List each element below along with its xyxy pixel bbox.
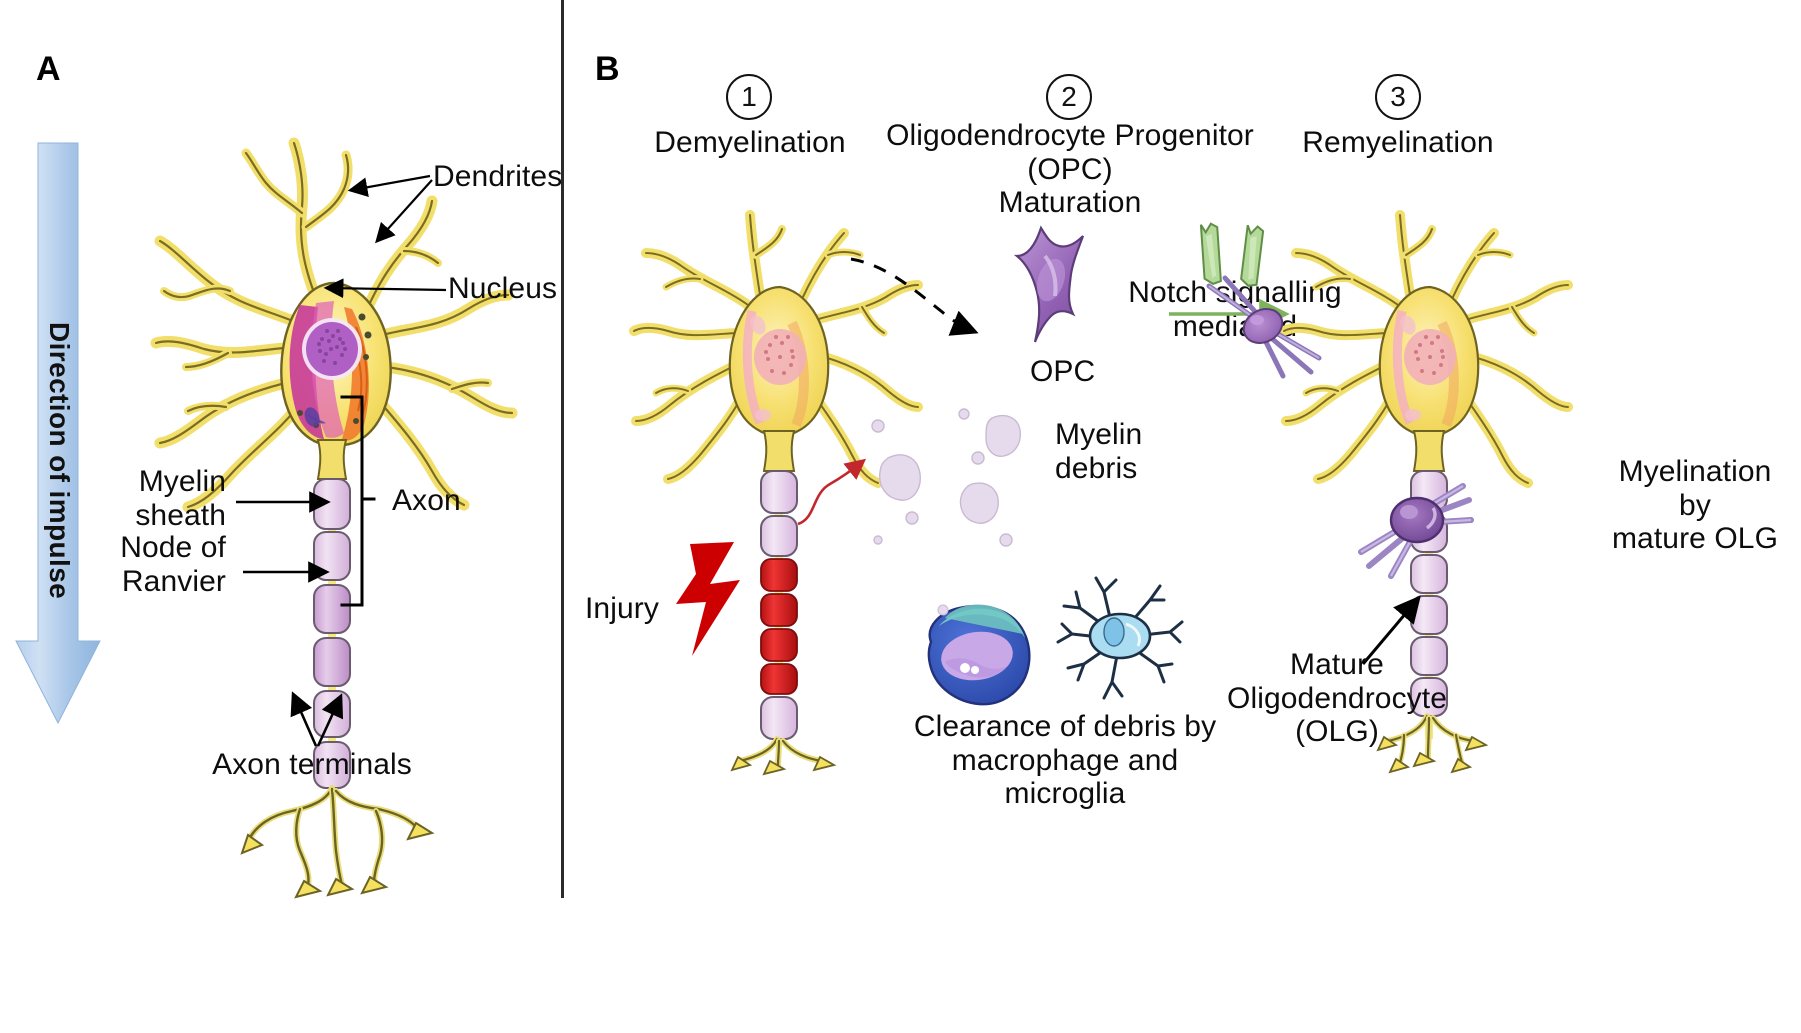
- injury-bolt-icon: [662, 540, 752, 660]
- opc-origin-dashed-arrow: [850, 257, 979, 336]
- step-1-title: Demyelination: [654, 126, 846, 159]
- panel-b-letter: B: [595, 50, 620, 88]
- label-node-of-ranvier: Node of Ranvier: [120, 531, 226, 598]
- step-1-circle: 1: [726, 74, 772, 120]
- panel-divider: [561, 0, 564, 898]
- impulse-arrow-label: Direction of impulse: [44, 322, 75, 600]
- label-nucleus: Nucleus: [448, 272, 558, 305]
- neuron-diagram-b1: [629, 185, 923, 776]
- opc-cell: [1005, 220, 1125, 345]
- label-clearance-of-debris: Clearance of debris by macrophage and mi…: [913, 710, 1217, 811]
- myelin-debris-group: [860, 408, 1060, 570]
- axon-terminals-leader-lines: [290, 691, 344, 747]
- label-axon: Axon: [392, 484, 461, 517]
- axon-b1: [760, 470, 798, 740]
- node-of-ranvier-leader-line: [243, 561, 330, 583]
- label-dendrites: Dendrites: [433, 160, 563, 193]
- axon-b3: [1410, 470, 1448, 739]
- microglia-cell: [1050, 572, 1185, 707]
- axon-terminals-a: [245, 785, 421, 888]
- axon-terminals-b1: [737, 736, 825, 768]
- dendrites-group-a: [150, 137, 518, 513]
- label-myelination-by-mature-olg: Myelination by mature OLG: [1611, 455, 1779, 556]
- mature-olg-leader-line: [1361, 595, 1421, 665]
- axon-bracket: [340, 395, 376, 607]
- notch-receptor-icon: [1190, 220, 1280, 290]
- step-3-title: Remyelination: [1302, 126, 1494, 159]
- label-injury: Injury: [585, 592, 659, 625]
- label-myelin-debris: Myelin debris: [1055, 418, 1143, 485]
- macrophage-cell: [915, 600, 1050, 720]
- neuron-diagram-a: [130, 95, 530, 899]
- step-2-title: Oligodendrocyte Progenitor (OPC) Maturat…: [886, 119, 1254, 220]
- myelin-sheath-leader-line: [236, 491, 331, 513]
- step-3-circle: 3: [1375, 74, 1421, 120]
- mature-olg-cell: [1355, 470, 1495, 590]
- direction-of-impulse-arrow: [15, 142, 126, 743]
- debris-release-arrow: [797, 458, 867, 526]
- label-mature-oligodendrocyte: Mature Oligodendrocyte (OLG): [1227, 648, 1447, 749]
- impulse-arrow-shape: [15, 142, 101, 725]
- nucleus-leader-line: [323, 278, 447, 299]
- damaged-myelin-b1: [760, 558, 798, 695]
- step-2-circle: 2: [1046, 74, 1092, 120]
- neuron-diagram-b3: [1279, 185, 1573, 774]
- dendrites-group-b1: [629, 210, 923, 488]
- migrating-opc-cell: [1195, 272, 1335, 382]
- label-myelin-sheath: Myelin sheath: [135, 465, 226, 532]
- label-axon-terminals: Axon terminals: [212, 748, 412, 781]
- dendrites-leader-lines: [347, 174, 433, 244]
- panel-a-letter: A: [36, 50, 61, 88]
- label-opc: OPC: [1030, 355, 1096, 388]
- terminal-boutons-a: [240, 821, 435, 899]
